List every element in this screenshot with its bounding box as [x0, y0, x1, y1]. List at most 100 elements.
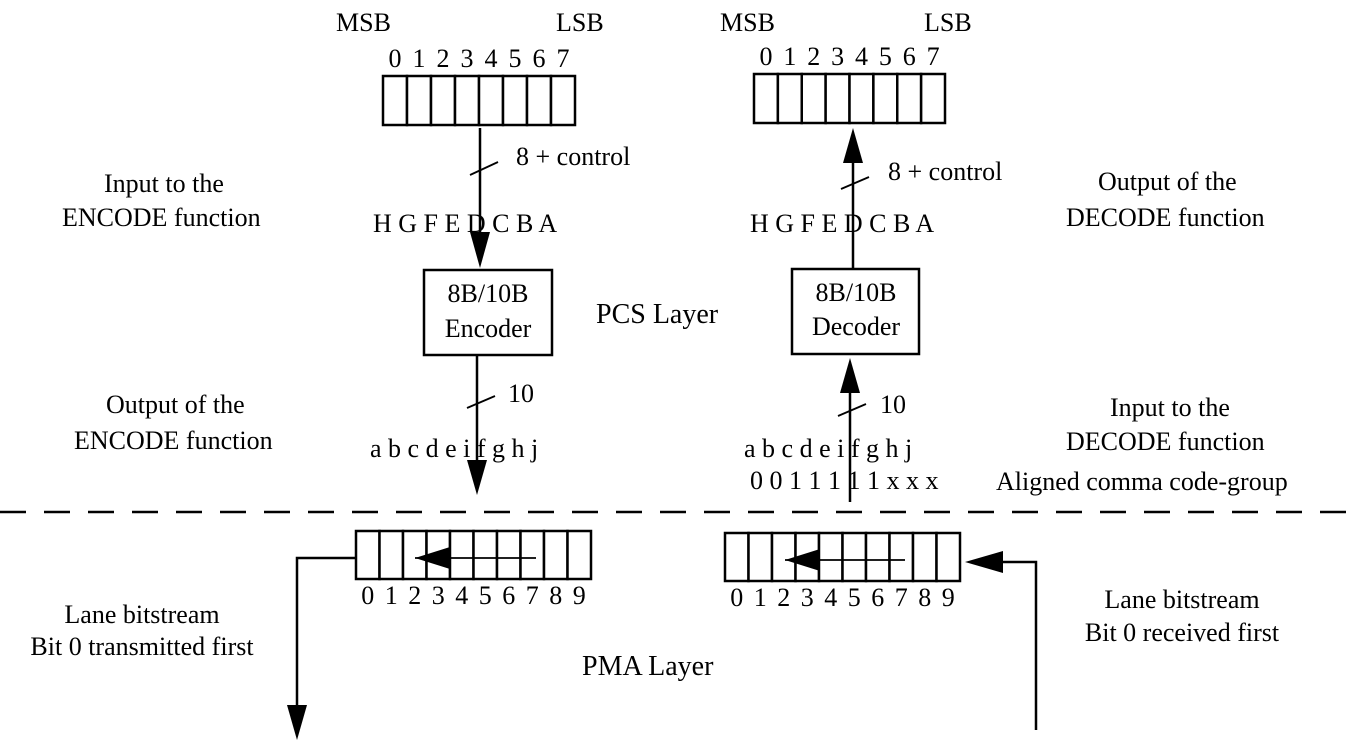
transmit-shift-index-1: 1 — [385, 581, 398, 610]
encoder-register-index-2: 2 — [437, 44, 450, 73]
encoder-register-cell-0 — [381, 74, 409, 127]
decoder-register-index-0: 0 — [759, 42, 772, 71]
encoder-register-cell-4 — [477, 74, 505, 127]
transmit-shift-index-4: 4 — [455, 581, 468, 610]
decoder-output-bus-width: 8 + control — [888, 157, 1002, 186]
transmit-shift-index-8: 8 — [549, 581, 562, 610]
decoder-output-bus-width-slash — [840, 176, 870, 190]
transmit-caption-line1: Lane bitstream — [64, 600, 219, 629]
decoder-comma-bits: 0 0 1 1 1 1 1 x x x — [750, 466, 939, 495]
decoder-register-cell-5 — [872, 72, 899, 125]
decoder-output-arrowhead — [843, 128, 863, 163]
receive-caption-line1: Lane bitstream — [1104, 585, 1259, 614]
encoder-input-bus-width: 8 + control — [516, 142, 630, 171]
encoder-output-bits: a b c d e i f g h j — [370, 434, 538, 463]
transmit-shift-index-0: 0 — [361, 581, 374, 610]
decoder-msb-label: MSB — [720, 8, 775, 37]
decoder-output-caption-line2: DECODE function — [1066, 203, 1265, 232]
receive-caption-line2: Bit 0 received first — [1085, 618, 1280, 647]
decoder-block-line2: Decoder — [812, 312, 900, 341]
encoder-register-index-4: 4 — [485, 44, 498, 73]
receive-shift-index-9: 9 — [942, 583, 955, 612]
encoder-register-index-7: 7 — [557, 44, 570, 73]
encoder-input-caption-line1: Input to the — [104, 169, 224, 198]
receive-shift-cell-7 — [888, 531, 915, 583]
encoder-register-cell-6 — [525, 74, 553, 127]
receive-shift-cell-1 — [747, 531, 774, 583]
transmit-shift-register — [354, 529, 593, 581]
receive-shift-index-4: 4 — [824, 583, 837, 612]
decoder-input-arrowhead — [840, 358, 860, 393]
encoder-output-bus-width: 10 — [508, 379, 534, 408]
decoder-input-bits: a b c d e i f g h j — [744, 434, 912, 463]
decoder-input-caption-line2: DECODE function — [1066, 427, 1265, 456]
decoder-input-caption-line3: Aligned comma code-group — [996, 467, 1288, 496]
encoder-input-caption-line2: ENCODE function — [62, 203, 261, 232]
receive-shift-index-0: 0 — [730, 583, 743, 612]
decoder-register-index-5: 5 — [879, 42, 892, 71]
transmit-shift-index-3: 3 — [432, 581, 445, 610]
decoder-register-index-2: 2 — [807, 42, 820, 71]
receive-shift-cell-8 — [911, 531, 938, 583]
encoder-input-bits: H G F E D C B A — [373, 209, 557, 238]
pma-layer-label: PMA Layer — [582, 651, 714, 682]
decoder-input-bus-width: 10 — [880, 390, 906, 419]
encoder-output-bus-width-slash — [466, 395, 496, 409]
decoder-register-cell-7 — [919, 72, 947, 125]
transmit-shift-cell-8 — [542, 529, 569, 581]
encoder-output-arrowhead — [467, 460, 487, 495]
receive-bitstream-arrowhead — [965, 551, 1003, 573]
encoder-output-caption-line1: Output of the — [106, 390, 245, 419]
receive-shift-index-6: 6 — [871, 583, 884, 612]
receive-bitstream-path — [1003, 560, 1038, 730]
decoder-register-index-1: 1 — [783, 42, 796, 71]
decoder-output-bits: H G F E D C B A — [750, 209, 934, 238]
encoder-register-index-1: 1 — [413, 44, 426, 73]
receive-shift-index-2: 2 — [777, 583, 790, 612]
receive-shift-cell-2 — [770, 531, 797, 583]
transmit-shift-arrowhead — [415, 547, 450, 569]
decoder-block — [790, 267, 921, 356]
transmit-shift-cell-2 — [401, 529, 428, 581]
encoder-register-index-3: 3 — [461, 44, 474, 73]
encoder-register-cell-2 — [429, 74, 457, 127]
transmit-caption-line2: Bit 0 transmitted first — [30, 632, 254, 661]
transmit-bitstream-path — [295, 556, 356, 705]
encoder-register-cell-5 — [501, 74, 529, 127]
decoder-8bit-register — [752, 72, 947, 125]
encoder-input-bus-width-slash — [469, 161, 499, 176]
transmit-shift-cell-1 — [378, 529, 405, 581]
encoder-register-index-0: 0 — [389, 44, 402, 73]
encoder-8bit-register — [381, 74, 577, 127]
encoder-input-arrowhead — [470, 232, 490, 268]
receive-shift-index-7: 7 — [895, 583, 908, 612]
encoder-block — [422, 268, 554, 357]
receive-shift-cell-6 — [864, 531, 891, 583]
transmit-shift-index-7: 7 — [526, 581, 539, 610]
decoder-input-caption-line1: Input to the — [1110, 393, 1230, 422]
decoder-input-bus-width-slash — [837, 403, 867, 417]
encoder-block-line2: Encoder — [445, 314, 532, 343]
receive-shift-index-5: 5 — [848, 583, 861, 612]
encoder-register-cell-1 — [405, 74, 433, 127]
receive-shift-arrowhead — [785, 549, 820, 571]
receive-shift-index-3: 3 — [801, 583, 814, 612]
transmit-shift-cell-4 — [448, 529, 475, 581]
decoder-lsb-label: LSB — [924, 8, 972, 37]
encoder-register-cell-7 — [549, 74, 577, 127]
transmit-shift-cell-9 — [566, 529, 593, 581]
receive-shift-cell-4 — [817, 531, 844, 583]
transmit-shift-cell-7 — [519, 529, 546, 581]
transmit-shift-cell-6 — [495, 529, 522, 581]
decoder-output-caption-line1: Output of the — [1098, 167, 1237, 196]
transmit-shift-cell-5 — [472, 529, 499, 581]
decoder-register-index-7: 7 — [927, 42, 940, 71]
receive-shift-index-1: 1 — [754, 583, 767, 612]
